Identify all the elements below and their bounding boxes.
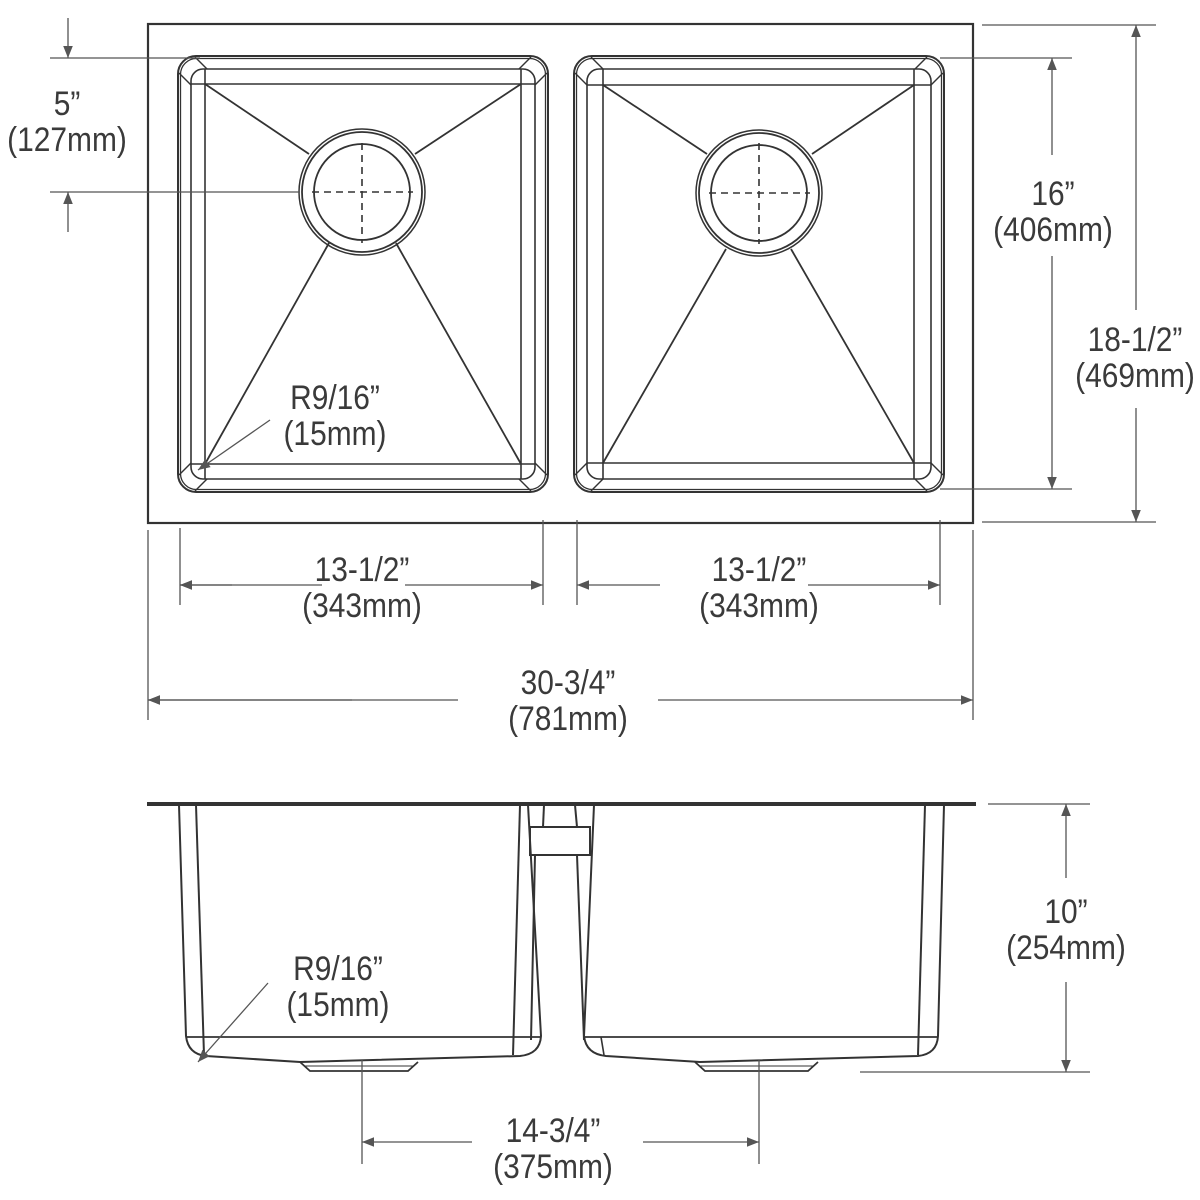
dim-imperial: 18-1/2” [1087, 321, 1183, 359]
dim-imperial: 10” [1044, 893, 1088, 931]
dim-metric: (15mm) [283, 415, 387, 453]
dim-imperial: R9/16” [290, 379, 380, 417]
dim-imperial: 13-1/2” [314, 551, 410, 589]
dim-imperial: 30-3/4” [520, 664, 616, 702]
dim-imperial: 13-1/2” [711, 551, 807, 589]
dim-drain-offset: 5” (127mm) [1, 86, 133, 158]
dim-drain-spacing: 14-3/4” (375mm) [487, 1113, 619, 1185]
flange-outline [146, 22, 975, 525]
dim-metric: (343mm) [302, 587, 422, 625]
dim-metric: (781mm) [508, 700, 628, 738]
dim-metric: (15mm) [286, 986, 390, 1024]
right-bowl [573, 55, 945, 493]
dim-depth: 10” (254mm) [1000, 894, 1132, 966]
dim-imperial: 5” [53, 85, 81, 123]
dim-metric: (406mm) [993, 211, 1113, 249]
dim-top-corner-radius: R9/16” (15mm) [269, 380, 401, 452]
dim-imperial: 14-3/4” [505, 1112, 601, 1150]
top-view-dimension-lines [50, 18, 1156, 720]
left-bowl [177, 55, 549, 493]
dim-overall-width: 30-3/4” (781mm) [502, 665, 634, 737]
side-view-dimension-lines [197, 803, 1090, 1164]
dim-metric: (127mm) [7, 121, 127, 159]
dim-metric: (254mm) [1006, 929, 1126, 967]
dim-metric: (343mm) [699, 587, 819, 625]
dim-metric: (375mm) [493, 1148, 613, 1186]
dim-metric: (469mm) [1075, 357, 1195, 395]
dim-right-bowl-width: 13-1/2” (343mm) [693, 552, 825, 624]
dim-imperial: R9/16” [293, 950, 383, 988]
side-view [147, 802, 976, 1072]
dim-overall-length: 18-1/2” (469mm) [1069, 322, 1200, 394]
top-view [146, 22, 975, 525]
dim-bowl-length: 16” (406mm) [987, 176, 1119, 248]
dim-left-bowl-width: 13-1/2” (343mm) [296, 552, 428, 624]
dim-side-corner-radius: R9/16” (15mm) [272, 951, 404, 1023]
dim-imperial: 16” [1031, 175, 1075, 213]
